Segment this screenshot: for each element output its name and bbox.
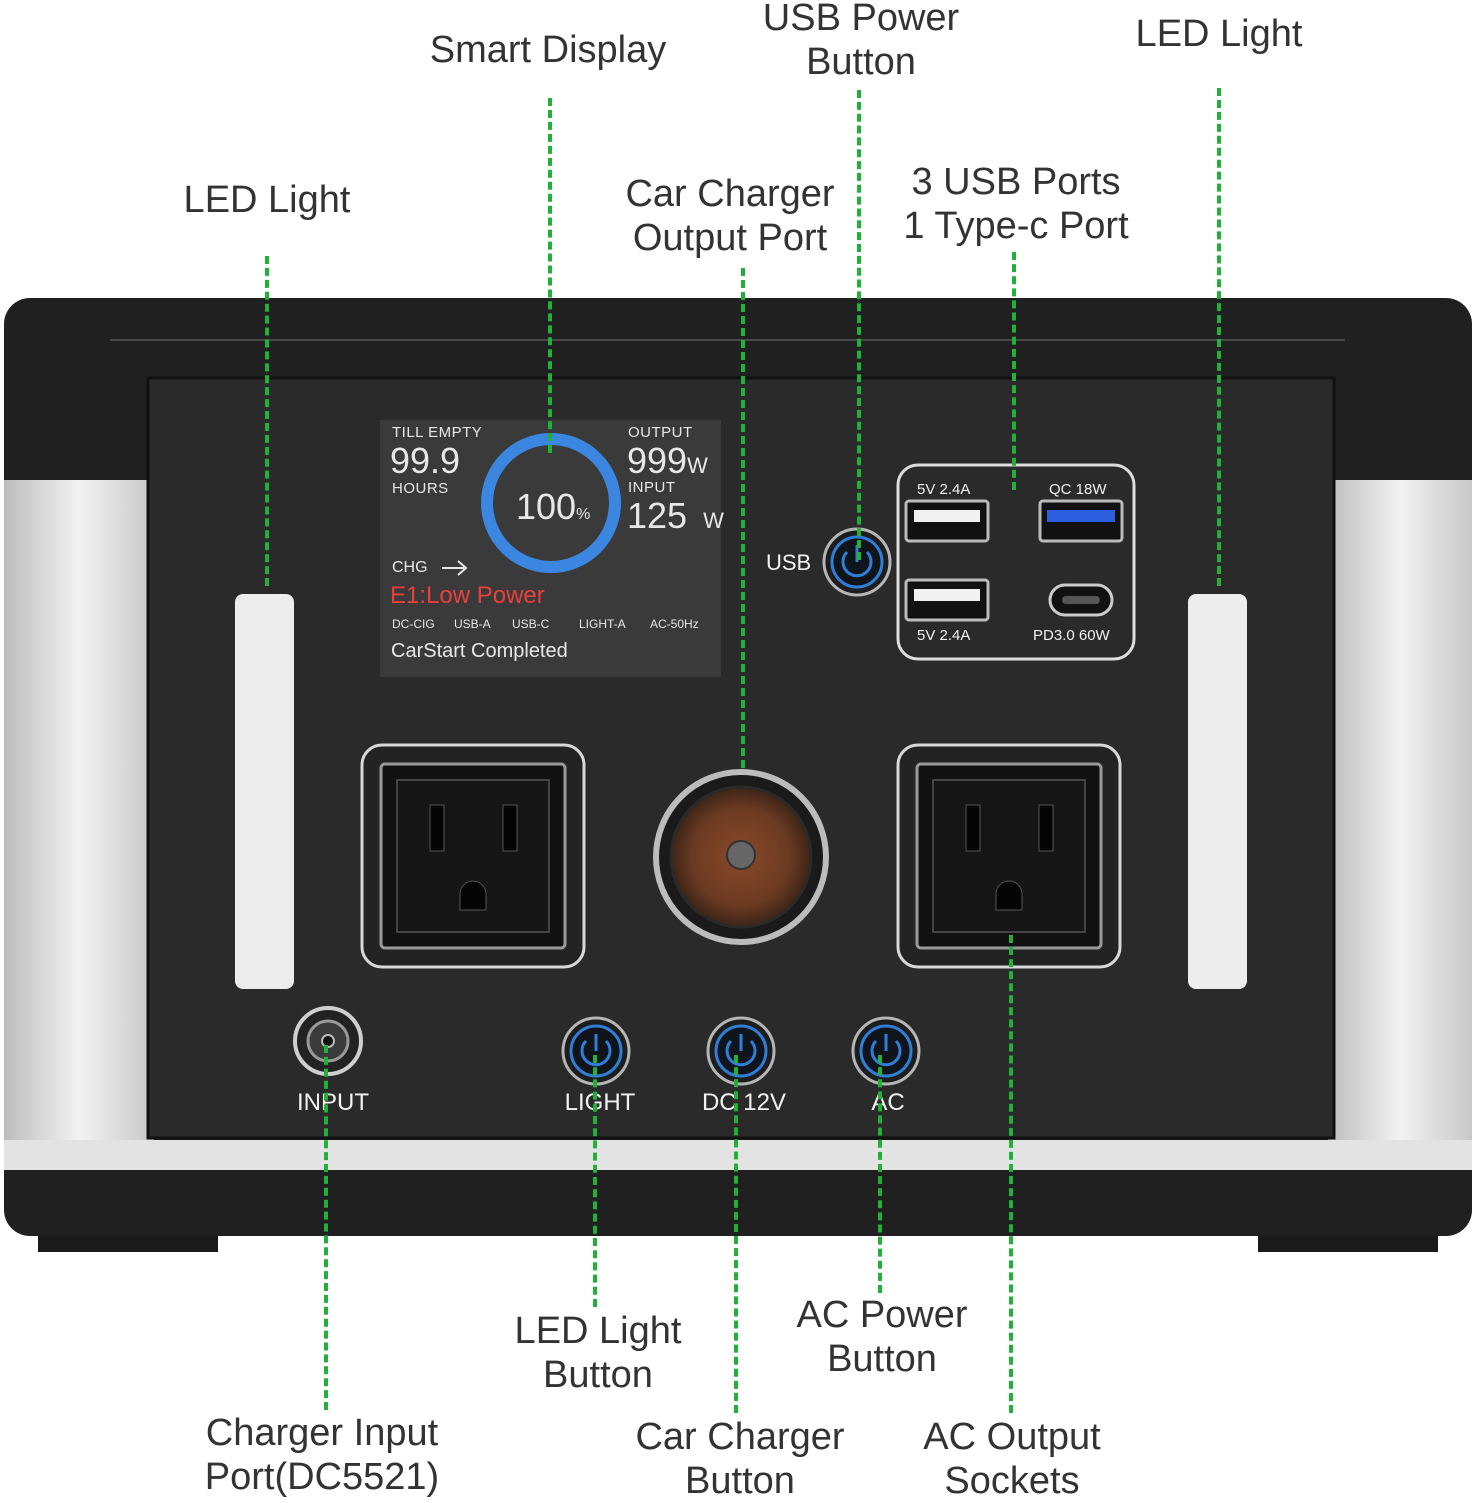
indicator-ac-50hz: AC-50Hz [650,617,699,631]
indicator-usb-c: USB-C [512,617,550,631]
hours-value: 99.9 [390,440,461,481]
usb-power-button[interactable] [822,527,892,597]
left-side-silver [4,480,154,1170]
indicator-dc-cig: DC-CIG [392,617,435,631]
ac-power-button[interactable] [851,1016,921,1086]
ac-socket-left[interactable] [360,743,586,969]
smart-display: TILL EMPTY 99.9 HOURS 100% OUTPUT 999W I… [380,420,724,677]
leader-car-charger-output [741,268,745,768]
leader-led-light-left [265,256,269,586]
ac-socket-right[interactable] [896,743,1122,969]
leader-charger-input [324,1045,328,1410]
leader-usb-power-button [857,90,861,560]
ac-button-label: AC [871,1089,905,1116]
dc5521-input-port[interactable] [293,1006,363,1076]
usb-button-label: USB [766,550,812,575]
led-light-bar-right [1188,594,1247,989]
light-power-button[interactable] [561,1016,631,1086]
led-light-bar-left [235,594,294,989]
dc-button-label: DC 12V [701,1089,787,1116]
right-side-silver [1328,480,1472,1170]
leader-car-charger-button [734,1055,738,1413]
foot-left [38,1236,218,1252]
leader-ac-output-sockets [1009,935,1013,1413]
typec-port-label: PD3.0 60W [1033,627,1110,644]
input-label: INPUT [628,479,676,496]
chg-label: CHG [392,559,428,576]
indicator-usb-a: USB-A [454,617,491,631]
callout-smart-display: Smart Display [429,29,667,71]
leader-led-light-right [1217,88,1221,586]
charging-arrow-icon [442,560,468,576]
light-button-label: LIGHT [564,1089,636,1116]
leader-ac-power-button [878,1055,882,1293]
usb-port-1-label: 5V 2.4A [917,481,971,498]
status-text: CarStart Completed [391,640,568,662]
callout-led-light-right: LED Light [1135,13,1303,55]
car-charger-output-port[interactable] [653,769,829,945]
leader-usb-ports [1012,252,1016,490]
leader-led-light-button [593,1055,597,1307]
output-reading: 999W [627,440,708,481]
indicator-light-a: LIGHT-A [579,617,626,631]
callout-led-light-left: LED Light [183,179,351,221]
silver-band-bottom [4,1140,1472,1170]
output-label: OUTPUT [628,424,693,441]
dc-power-button[interactable] [706,1016,776,1086]
till-empty-label: TILL EMPTY [392,424,483,441]
error-text: E1:Low Power [390,582,545,609]
qc-port-label: QC 18W [1049,481,1107,498]
battery-percent: 100% [516,486,591,527]
usb-port-2-label: 5V 2.4A [917,627,971,644]
foot-right [1258,1236,1438,1252]
leader-smart-display [548,98,552,453]
hours-label: HOURS [392,480,449,497]
usb-port-cluster [896,463,1136,661]
input-port-label: INPUT [297,1089,369,1116]
